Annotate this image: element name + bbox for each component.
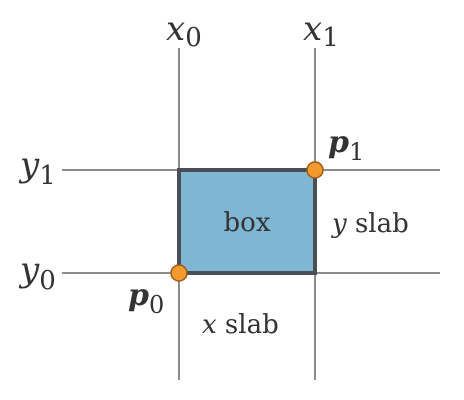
y-slab-label: y slab xyxy=(331,209,409,239)
y0-label: y0 xyxy=(18,250,56,296)
x1-label: x1 xyxy=(303,9,339,53)
p1-point xyxy=(307,162,323,178)
x0-label: x0 xyxy=(166,9,202,53)
box-rect xyxy=(179,170,315,273)
x-slab-label: x slab xyxy=(202,310,279,340)
p0-point-ring xyxy=(170,264,188,282)
box-outline xyxy=(177,168,317,275)
p1-point-ring xyxy=(306,161,324,179)
p0-point xyxy=(171,265,187,281)
p1-label: p1 xyxy=(328,125,364,166)
p0-label: p0 xyxy=(128,278,164,319)
y1-label: y1 xyxy=(18,145,56,191)
box-label: box xyxy=(224,208,271,238)
